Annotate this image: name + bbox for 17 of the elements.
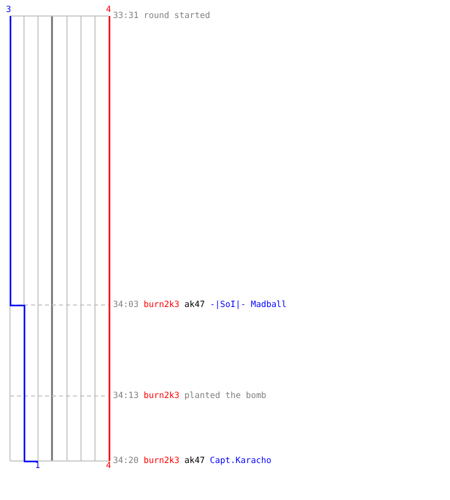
timestamp: 34:03 <box>113 300 139 310</box>
timestamp: 34:20 <box>113 456 139 466</box>
player-name: -|SoI|- Madball <box>210 300 287 310</box>
team-count: 1 <box>35 461 40 471</box>
weapon-name: ak47 <box>184 456 205 466</box>
team-count: 3 <box>6 5 12 15</box>
timestamp: 33:31 <box>113 11 139 21</box>
timestamp: 34:13 <box>113 391 139 401</box>
player-name: burn2k3 <box>144 456 180 466</box>
player-name: Capt.Karacho <box>210 456 272 466</box>
event-text: planted the bomb <box>184 391 266 401</box>
event-text: round started <box>144 11 210 21</box>
player-name: burn2k3 <box>144 391 180 401</box>
weapon-name: ak47 <box>184 300 205 310</box>
team-count: 4 <box>106 461 112 471</box>
team-count: 4 <box>106 5 112 15</box>
player-name: burn2k3 <box>144 300 180 310</box>
